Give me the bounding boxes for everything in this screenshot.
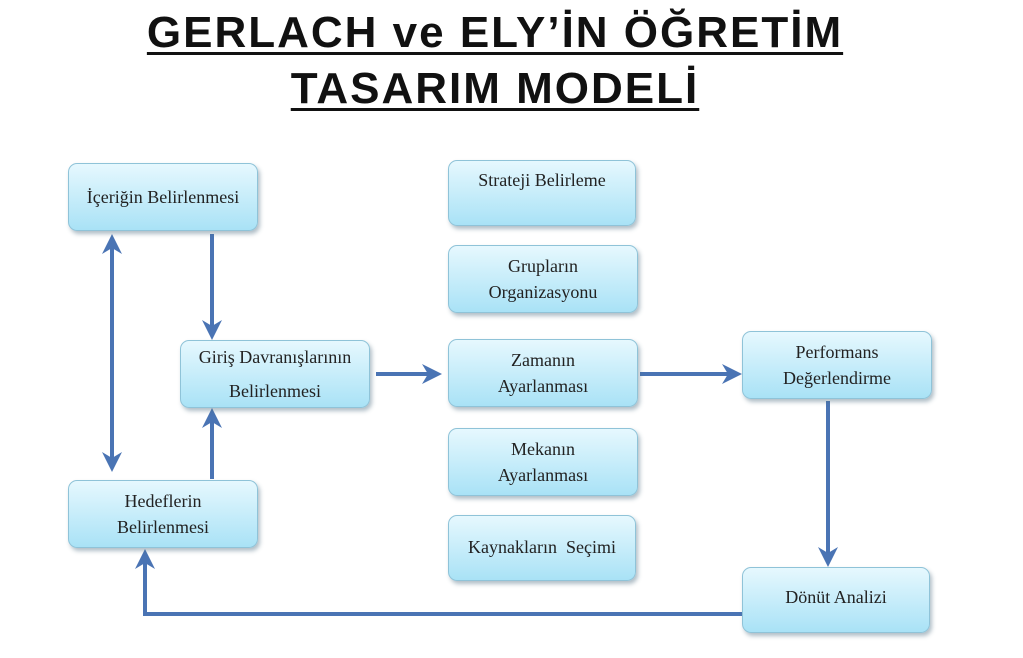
node-zaman: Zamanın Ayarlanması xyxy=(448,339,638,407)
node-label: Strateji Belirleme xyxy=(478,170,606,190)
arrow-donut-to-hedef xyxy=(135,549,742,616)
node-label: Kaynakların Seçimi xyxy=(468,537,616,557)
node-gruplar: Grupların Organizasyonu xyxy=(448,245,638,313)
node-donut: Dönüt Analizi xyxy=(742,567,930,633)
node-label: Belirlenmesi xyxy=(117,517,209,537)
node-kaynak: Kaynakların Seçimi xyxy=(448,515,636,581)
node-label: Ayarlanması xyxy=(497,465,589,485)
node-strateji: Strateji Belirleme xyxy=(448,160,636,226)
node-label: Mekanın xyxy=(511,439,575,459)
node-label: Giriş Davranışlarının xyxy=(198,347,352,367)
node-giris: Giriş Davranışlarının Belirlenmesi xyxy=(180,340,370,408)
node-hedef: Hedeflerin Belirlenmesi xyxy=(68,480,258,548)
node-label: Grupların xyxy=(508,256,578,276)
title-line-1: GERLACH ve ELY’İN ÖĞRETİM xyxy=(146,8,844,57)
node-label: Değerlendirme xyxy=(783,368,891,388)
title-line-2: TASARIM MODELİ xyxy=(290,64,700,113)
node-icerik: İçeriğin Belirlenmesi xyxy=(68,163,258,231)
node-label: Hedeflerin xyxy=(124,491,202,511)
node-mekan: Mekanın Ayarlanması xyxy=(448,428,638,496)
node-label: Dönüt Analizi xyxy=(785,587,887,607)
node-label: Ayarlanması xyxy=(497,376,589,396)
node-label: Zamanın xyxy=(511,350,575,370)
node-label: Organizasyonu xyxy=(488,282,598,302)
node-performans: Performans Değerlendirme xyxy=(742,331,932,399)
node-label: İçeriğin Belirlenmesi xyxy=(86,187,240,207)
node-label: Belirlenmesi xyxy=(229,381,321,401)
node-label: Performans xyxy=(795,342,879,362)
